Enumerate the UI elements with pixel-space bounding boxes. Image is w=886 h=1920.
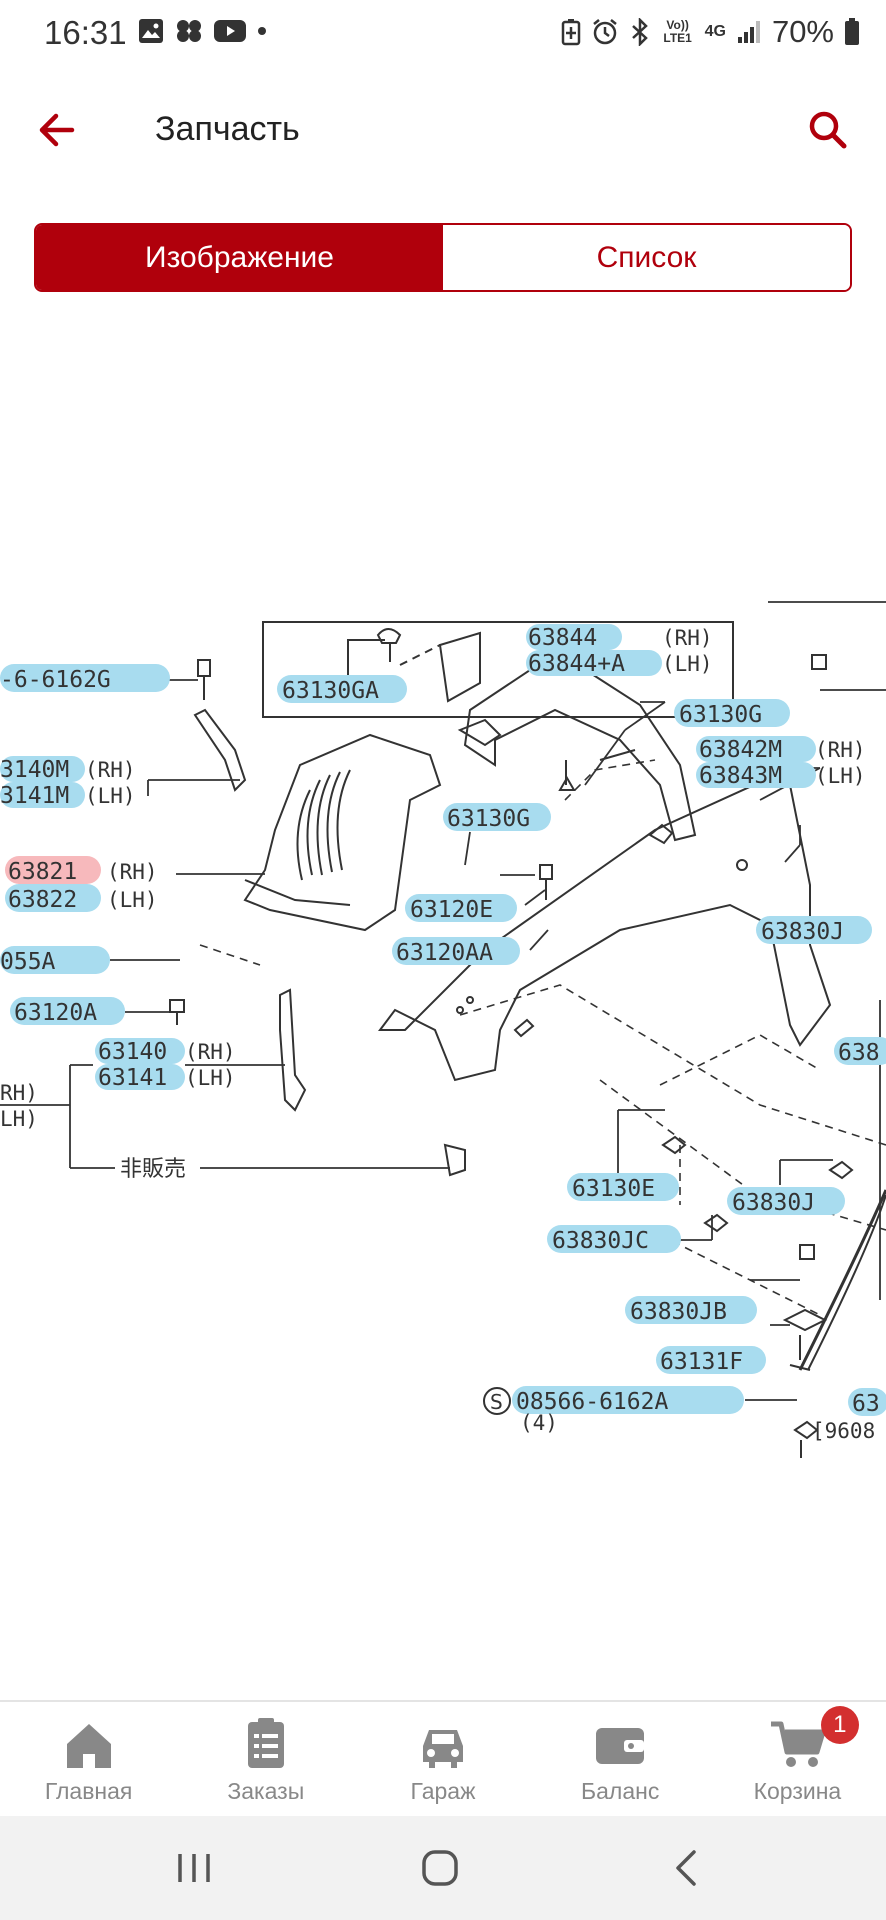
nav-garage[interactable]: Гараж (354, 1702, 531, 1816)
part-label-63130e[interactable]: 63130E (572, 1176, 655, 1202)
part-labels: 63844 63844+A 63130GA -6-6162G 63130G 63… (0, 625, 880, 1417)
tab-list[interactable]: Список (443, 225, 850, 290)
part-label-63844[interactable]: 63844 (528, 625, 597, 651)
nav-orders-label: Заказы (227, 1778, 305, 1804)
status-time: 16:31 (44, 14, 127, 51)
part-label-08566-6162a[interactable]: 08566-6162A (516, 1389, 668, 1415)
part-label-08566-6162g[interactable]: -6-6162G (0, 667, 111, 693)
part-label-63-cut[interactable]: 63 (852, 1391, 880, 1417)
side-rh: (RH) (185, 1040, 236, 1064)
car-icon (423, 1730, 463, 1768)
recents-icon[interactable] (172, 1846, 216, 1890)
nav-cart-label: Корзина (753, 1778, 842, 1804)
nav-home[interactable]: Главная (0, 1702, 177, 1816)
side-lh: (LH) (815, 764, 866, 788)
part-label-63844a[interactable]: 63844+A (528, 651, 625, 677)
gallery-icon (139, 19, 163, 43)
battery-percent: 70% (771, 14, 834, 49)
youtube-icon (214, 20, 246, 42)
side-rh-cut: RH) (0, 1081, 38, 1105)
part-label-63140m[interactable]: 3140M (0, 757, 69, 783)
part-label-63130ga[interactable]: 63130GA (282, 678, 379, 704)
side-rh: (RH) (85, 758, 136, 782)
part-label-63141[interactable]: 63141 (98, 1065, 167, 1091)
part-label-055a[interactable]: 055A (0, 949, 56, 975)
part-label-63821-selected[interactable]: 63821 (8, 859, 77, 885)
side-rh: (RH) (662, 626, 713, 650)
parts-diagram-svg: 63844 63844+A 63130GA -6-6162G 63130G 63… (0, 601, 886, 1458)
side-rh: (RH) (815, 738, 866, 762)
part-label-63830jb[interactable]: 63830JB (630, 1299, 727, 1325)
nav-garage-label: Гараж (410, 1778, 476, 1804)
part-label-638-cut[interactable]: 638 (838, 1040, 880, 1066)
part-label-63120a[interactable]: 63120A (14, 1000, 97, 1026)
part-label-63140[interactable]: 63140 (98, 1039, 167, 1065)
alarm-icon (592, 19, 617, 45)
diagram-drawing (169, 621, 886, 1458)
battery-saver-icon (561, 19, 580, 46)
nav-orders[interactable]: Заказы (177, 1702, 354, 1816)
bottom-navigation: Главная Заказы Гараж Баланс Корзина 1 (0, 1700, 886, 1816)
nav-cart[interactable]: Корзина 1 (709, 1702, 886, 1816)
home-icon (66, 1724, 111, 1768)
signal-icon (737, 21, 760, 43)
part-label-63120aa[interactable]: 63120AA (396, 940, 493, 966)
cart-count-badge: 1 (820, 1706, 859, 1744)
nav-balance[interactable]: Баланс (532, 1702, 709, 1816)
side-lh: (LH) (185, 1066, 236, 1090)
s-mark: S (490, 1390, 503, 1414)
part-label-highlights (0, 624, 886, 1416)
home-circle-icon[interactable] (418, 1846, 462, 1890)
diagram-dashed-guides (199, 759, 886, 1316)
code-cut-label: [9608 (812, 1419, 875, 1443)
not-for-sale-label: 非販売 (120, 1157, 186, 1182)
search-icon (809, 111, 847, 149)
status-system-icons: Vo)) LTE1 4G 70% (561, 14, 860, 50)
side-lh: (LH) (107, 888, 158, 912)
dot-icon (258, 27, 266, 35)
part-label-63130g-mid[interactable]: 63130G (447, 806, 530, 832)
status-notification-icons (138, 18, 268, 44)
view-toggle: Изображение Список (34, 223, 852, 292)
tab-image[interactable]: Изображение (36, 225, 443, 290)
side-labels: (RH) (LH) (RH) (LH) (RH) (LH) (RH) (LH) … (0, 626, 875, 1443)
status-bar: 16:31 Vo)) LTE1 4G 70% (0, 0, 886, 70)
side-lh: (LH) (662, 652, 713, 676)
system-navigation-bar (0, 1816, 886, 1920)
part-label-63842m[interactable]: 63842M (699, 737, 782, 763)
side-lh-cut: LH) (0, 1107, 38, 1131)
part-label-63120e[interactable]: 63120E (410, 897, 493, 923)
battery-icon (845, 18, 859, 45)
part-label-63130g-top[interactable]: 63130G (679, 702, 762, 728)
app-bar: Запчасть (0, 80, 886, 180)
part-label-63830j-low[interactable]: 63830J (732, 1190, 815, 1216)
flower-icon (177, 20, 201, 42)
part-label-63830jc[interactable]: 63830JC (552, 1228, 649, 1254)
side-lh: (LH) (85, 784, 136, 808)
nav-balance-label: Баланс (581, 1778, 660, 1804)
side-rh: (RH) (107, 860, 158, 884)
arrow-left-icon (39, 113, 75, 147)
cart-icon (771, 1721, 826, 1767)
nav-home-label: Главная (44, 1778, 133, 1804)
part-label-63822[interactable]: 63822 (8, 887, 77, 913)
part-label-63141m[interactable]: 3141M (0, 783, 69, 809)
quantity-label: (4) (520, 1411, 558, 1435)
bluetooth-icon (631, 18, 648, 46)
parts-diagram[interactable]: 63844 63844+A 63130GA -6-6162G 63130G 63… (0, 600, 886, 1460)
page-title: Запчасть (155, 110, 300, 148)
back-button[interactable] (30, 100, 90, 160)
part-label-63830j-top[interactable]: 63830J (761, 919, 844, 945)
search-button[interactable] (798, 100, 858, 160)
wallet-icon (596, 1728, 645, 1764)
part-label-63131f[interactable]: 63131F (660, 1349, 743, 1375)
s-mark-circle (483, 1387, 511, 1415)
part-label-63843m[interactable]: 63843M (699, 763, 782, 789)
back-chevron-icon[interactable] (666, 1846, 710, 1890)
orders-icon (247, 1718, 284, 1768)
network-type: 4G (704, 23, 726, 40)
volte-indicator: Vo)) LTE1 (663, 18, 692, 45)
